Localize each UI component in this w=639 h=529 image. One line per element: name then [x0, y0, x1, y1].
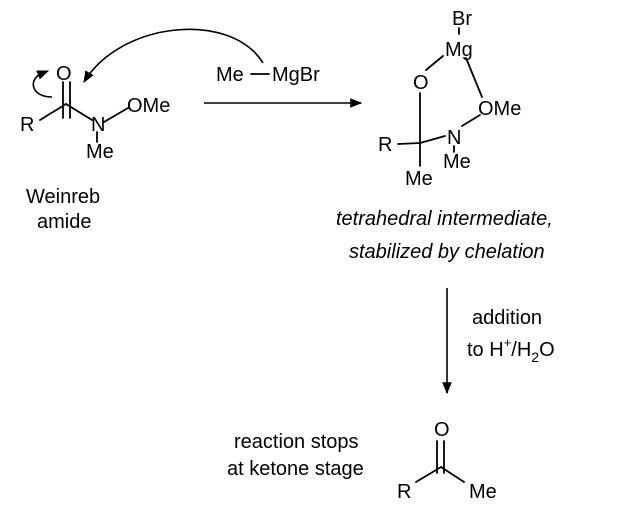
intermediate-c-methyl-label: Me: [405, 168, 433, 190]
workup-plus-superscript: +: [504, 335, 512, 350]
weinreb-caption-line2: amide: [37, 211, 91, 233]
intermediate-caption-line1: tetrahedral intermediate,: [336, 208, 553, 230]
carbon-nitrogen-bond: [65, 103, 93, 121]
workup-line2: to H+/H2O: [467, 335, 555, 365]
intermediate-magnesium-label: Mg: [445, 39, 473, 61]
intermediate-n-methyl-label: Me: [443, 151, 471, 173]
amide-oxygen-label: O: [56, 63, 72, 85]
magnesium-methoxy-bond: [465, 57, 483, 98]
workup-o: O: [539, 339, 555, 361]
intermediate-oxygen-label: O: [413, 72, 429, 94]
intermediate-nitrogen-label: N: [447, 127, 461, 149]
product-r-label: R: [397, 481, 411, 503]
intermediate-caption-line2: stabilized by chelation: [349, 241, 545, 263]
nitrogen-carbon-bond: [419, 135, 446, 144]
weinreb-caption-line1: Weinreb: [26, 186, 100, 208]
intermediate-bromine-label: Br: [452, 8, 472, 30]
amide-nitrogen-label: N: [91, 114, 105, 136]
electron-flow-arrow: [32, 70, 53, 98]
r-carbon-bond: [39, 103, 67, 121]
amide-methyl-label: Me: [86, 141, 114, 163]
intermediate-methoxy-label: OMe: [478, 98, 521, 120]
amide-methoxy-label: OMe: [127, 95, 170, 117]
workup-two-subscript: 2: [531, 349, 539, 365]
amide-r-label: R: [20, 114, 34, 136]
methoxy-nitrogen-bond: [461, 114, 481, 127]
product-oxygen-label: O: [434, 419, 450, 441]
weinreb-amide-structure: O R N OMe Me Weinreb amide: [20, 63, 170, 233]
product-methyl-label: Me: [469, 481, 497, 503]
ketone-product-structure: O R Me reaction stops at ketone stage: [227, 419, 497, 503]
reagent-mgbr-label: MgBr: [272, 64, 320, 86]
workup-slash-h: /H: [511, 339, 531, 361]
product-carbon-methyl-bond: [440, 466, 465, 483]
intermediate-r-label: R: [378, 134, 392, 156]
product-r-carbon-bond: [415, 466, 442, 483]
tetrahedral-intermediate-structure: Br Mg O OMe N Me R Me tetrahedral interm…: [336, 8, 553, 263]
nucleophilic-attack-arrow: [83, 28, 264, 84]
workup-to-h: to H: [467, 339, 504, 361]
reagent-methyl-label: Me: [216, 64, 244, 86]
product-caption-line1: reaction stops: [234, 431, 359, 453]
nitrogen-oxygen-bond: [103, 107, 129, 123]
grignard-reagent: Me MgBr: [216, 64, 320, 86]
workup-line1: addition: [472, 307, 542, 329]
product-caption-line2: at ketone stage: [227, 458, 364, 480]
r-carbon-bond-intermediate: [397, 142, 421, 145]
magnesium-oxygen-bond: [425, 55, 444, 71]
